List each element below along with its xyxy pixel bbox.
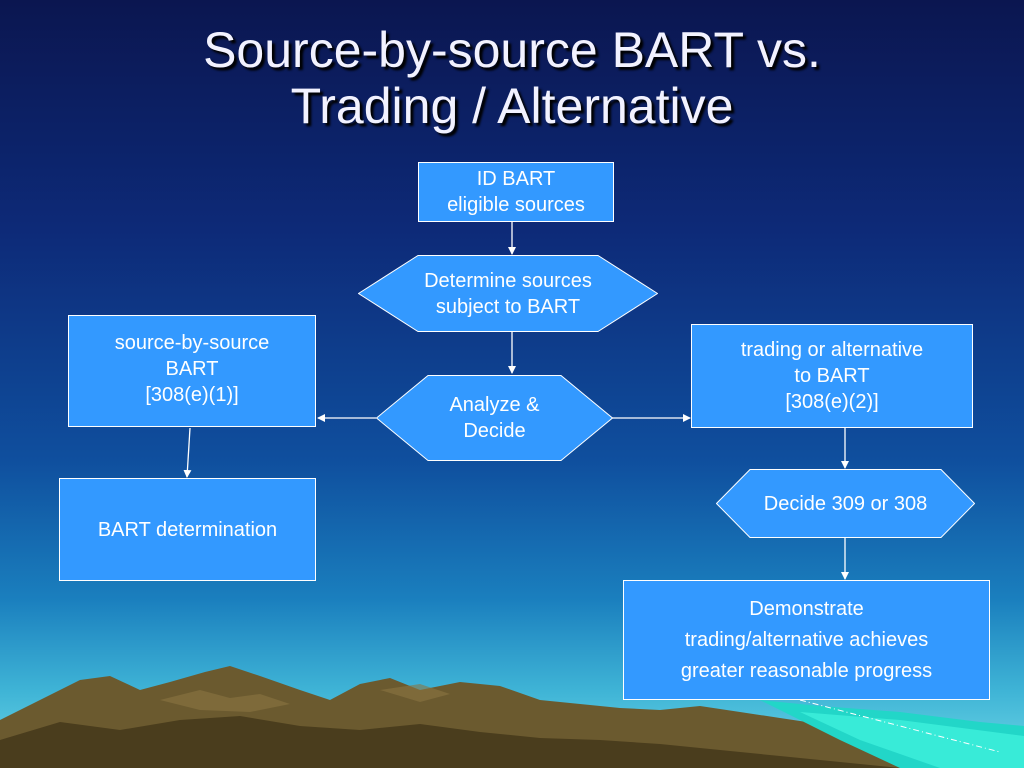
title-line-2: Trading / Alternative [290, 78, 734, 134]
decide-309-label: Decide 309 or 308 [763, 492, 928, 515]
trading-line-2: to BART [794, 365, 870, 387]
demonstrate-line-1: Demonstrate [749, 597, 864, 620]
determine-line-1: Determine sources [424, 269, 592, 292]
source-line-3: [308(e)(1)] [145, 384, 239, 406]
source-line-1: source-by-source [114, 332, 270, 354]
demonstrate-line-3: greater reasonable progress [680, 659, 933, 682]
bart-determination-label: BART determination [97, 518, 278, 541]
id-bart-box: ID BART eligible sources [418, 162, 614, 222]
title-line-1: Source-by-source BART vs. [203, 22, 821, 78]
determine-line-2: subject to BART [435, 295, 581, 318]
determine-sources-hexagon: Determine sources subject to BART [358, 255, 658, 332]
analyze-line-1: Analyze & [449, 394, 540, 416]
id-bart-line-2: eligible sources [447, 194, 585, 216]
analyze-line-2: Decide [463, 420, 526, 442]
source-by-source-box: source-by-source BART [308(e)(1)] [68, 315, 316, 427]
bart-determination-box: BART determination [59, 478, 316, 581]
id-bart-line-1: ID BART [476, 168, 556, 190]
trading-alternative-box: trading or alternative to BART [308(e)(2… [691, 324, 973, 428]
demonstrate-box: Demonstrate trading/alternative achieves… [623, 580, 990, 700]
slide-title: Source-by-source BART vs. Trading / Alte… [0, 22, 1024, 134]
decide-309-hexagon: Decide 309 or 308 [716, 469, 975, 538]
arrow-source-to-bart-det [183, 427, 192, 478]
demonstrate-line-2: trading/alternative achieves [684, 628, 929, 651]
trading-line-3: [308(e)(2)] [785, 391, 879, 413]
source-line-2: BART [165, 358, 219, 380]
trading-line-1: trading or alternative [740, 339, 924, 361]
analyze-decide-hexagon: Analyze & Decide [376, 375, 613, 461]
